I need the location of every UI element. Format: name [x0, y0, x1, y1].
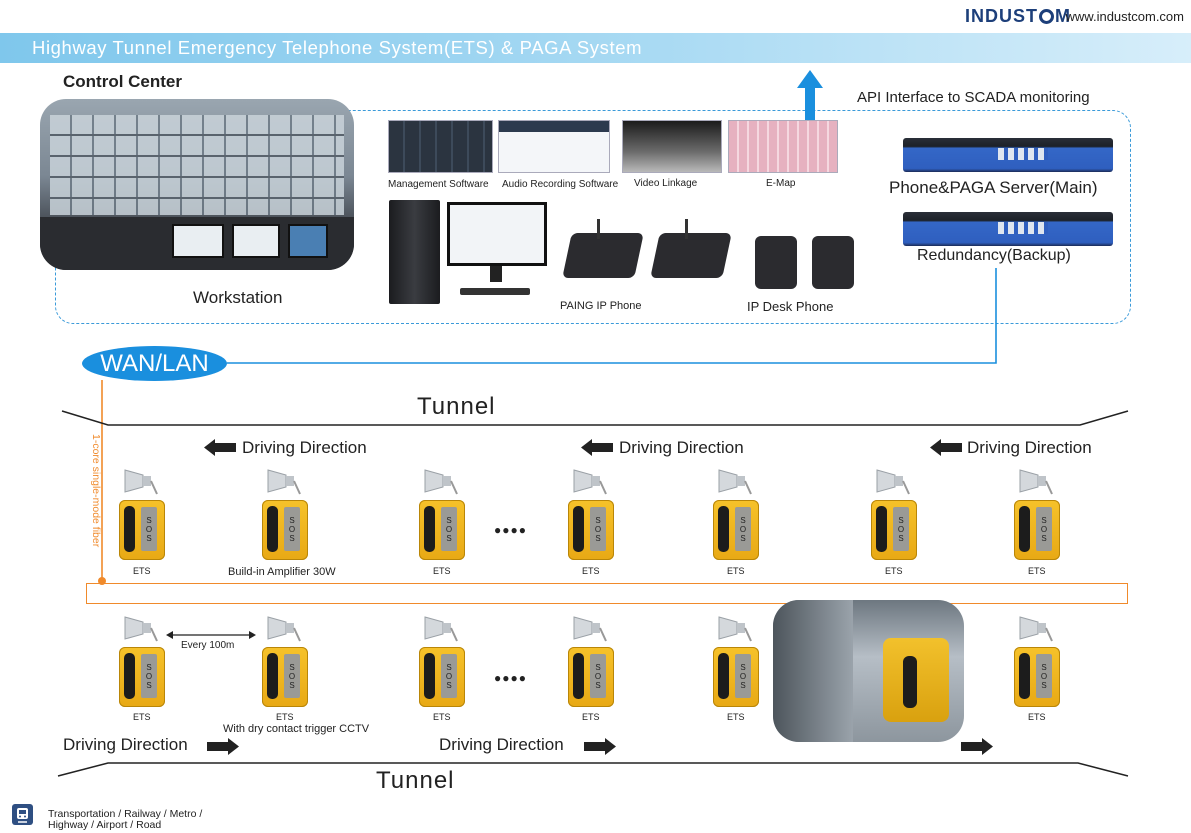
- fiber-ring: [86, 583, 1128, 604]
- workstation-photo: [40, 99, 354, 270]
- ets-label: ETS: [276, 712, 294, 722]
- server-backup-label: Redundancy(Backup): [917, 247, 1071, 264]
- audio-recording-software-screenshot: [498, 120, 610, 173]
- arrow-left-icon: [930, 439, 962, 456]
- ip-desk-phone: [755, 236, 797, 289]
- horn-speaker-icon: [267, 616, 301, 642]
- driving-direction-label: Driving Direction: [242, 438, 367, 457]
- driving-direction-label: Driving Direction: [63, 735, 188, 754]
- ets-label: ETS: [1028, 712, 1046, 722]
- tunnel-label-bottom: Tunnel: [376, 767, 455, 794]
- footer-line: Highway / Airport / Road: [48, 819, 162, 831]
- driving-direction-label: Driving Direction: [967, 438, 1092, 457]
- website-url[interactable]: www.industcom.com: [1065, 9, 1184, 24]
- paging-phone-label: PAING IP Phone: [560, 300, 642, 312]
- ets-label: ETS: [133, 712, 151, 722]
- horn-speaker-icon: [573, 616, 607, 642]
- tunnel-installation-photo: [773, 600, 964, 742]
- wan-lan-node: WAN/LAN: [82, 346, 227, 381]
- footer-text: Transportation / Railway / Metro / Highw…: [48, 809, 202, 831]
- brand-logo-ring-icon: [1039, 9, 1054, 24]
- arrow-right-icon: [961, 738, 993, 755]
- horn-speaker-icon: [267, 469, 301, 495]
- api-up-arrow-icon: [797, 70, 823, 124]
- ets-label: ETS: [582, 566, 600, 576]
- driving-direction-label: Driving Direction: [439, 735, 564, 754]
- ets-label: ETS: [433, 566, 451, 576]
- e-map-screenshot: [728, 120, 838, 173]
- ets-label: ETS: [727, 566, 745, 576]
- driving-direction-label: Driving Direction: [619, 438, 744, 457]
- title-banner: Highway Tunnel Emergency Telephone Syste…: [0, 33, 1191, 63]
- footer-line: Transportation / Railway / Metro /: [48, 808, 203, 820]
- ets-label: ETS: [727, 712, 745, 722]
- pc-monitor: [447, 202, 547, 266]
- workstation-label: Workstation: [193, 288, 283, 307]
- arrow-right-icon: [207, 738, 239, 755]
- horn-speaker-icon: [124, 616, 158, 642]
- horn-speaker-icon: [718, 616, 752, 642]
- fiber-label-wrap: 1-core single-mode fiber: [84, 434, 102, 562]
- software-label: Audio Recording Software: [502, 179, 619, 190]
- tunnel-label-top: Tunnel: [417, 393, 496, 420]
- horn-speaker-icon: [876, 469, 910, 495]
- horn-speaker-icon: [1019, 469, 1053, 495]
- control-center-title: Control Center: [63, 72, 182, 91]
- video-linkage-screenshot: [622, 120, 722, 173]
- management-software-screenshot: [388, 120, 493, 173]
- desk-phone-label: IP Desk Phone: [747, 299, 834, 314]
- server-main: [903, 138, 1113, 172]
- ets-label: ETS: [133, 566, 151, 576]
- horn-speaker-icon: [424, 616, 458, 642]
- spacing-label: Every 100m: [181, 640, 235, 651]
- fiber-label: 1-core single-mode fiber: [90, 434, 102, 548]
- keyboard: [460, 288, 530, 295]
- continuation-dots: ●●●●: [494, 671, 527, 685]
- cctv-trigger-label: With dry contact trigger CCTV: [223, 723, 370, 735]
- ets-label: ETS: [1028, 566, 1046, 576]
- ets-label: ETS: [433, 712, 451, 722]
- spacing-double-arrow-icon: [166, 631, 256, 639]
- horn-speaker-icon: [1019, 616, 1053, 642]
- ets-label: ETS: [582, 712, 600, 722]
- api-interface-label: API Interface to SCADA monitoring: [857, 89, 1090, 106]
- ip-desk-phone: [812, 236, 854, 289]
- software-label: Management Software: [388, 179, 489, 190]
- transport-icon: [12, 804, 33, 825]
- server-backup: [903, 212, 1113, 246]
- server-main-label: Phone&PAGA Server(Main): [889, 178, 1098, 197]
- desk-monitor: [172, 224, 224, 258]
- horn-speaker-icon: [718, 469, 752, 495]
- horn-speaker-icon: [124, 469, 158, 495]
- horn-speaker-icon: [424, 469, 458, 495]
- arrow-left-icon: [204, 439, 236, 456]
- amplifier-label: Build-in Amplifier 30W: [228, 566, 336, 578]
- software-label: Video Linkage: [634, 178, 698, 189]
- desk-monitor: [232, 224, 280, 258]
- page-title: Highway Tunnel Emergency Telephone Syste…: [32, 37, 643, 58]
- software-label: E-Map: [766, 178, 796, 189]
- continuation-dots: ●●●●: [494, 523, 527, 537]
- pc-tower: [389, 200, 440, 304]
- ets-label: ETS: [885, 566, 903, 576]
- horn-speaker-icon: [573, 469, 607, 495]
- arrow-left-icon: [581, 439, 613, 456]
- desk-monitor: [288, 224, 328, 258]
- arrow-right-icon: [584, 738, 616, 755]
